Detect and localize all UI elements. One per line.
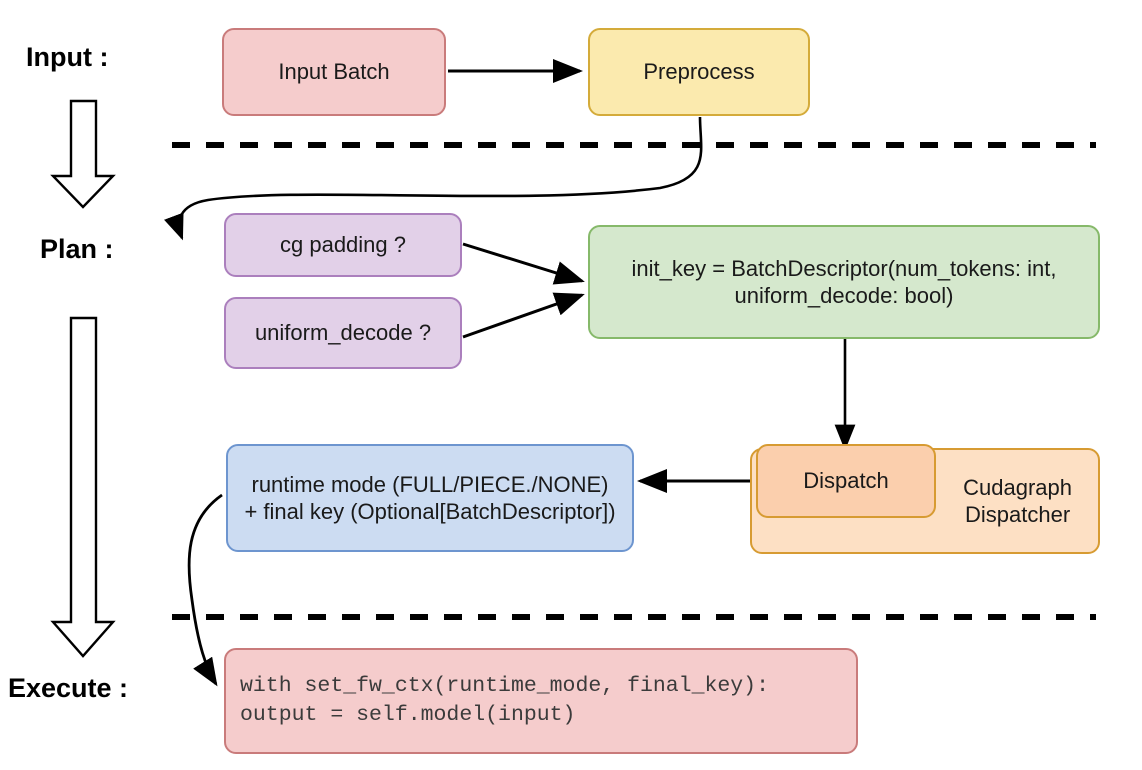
node-preprocess-label: Preprocess	[643, 59, 755, 85]
plan-to-execute-arrow	[50, 316, 116, 658]
edge-cg-padding-to-init-key	[462, 242, 585, 285]
node-input-batch-label: Input Batch	[278, 59, 390, 85]
node-uniform-decode-label: uniform_decode ?	[254, 320, 432, 346]
node-dispatch-label: Dispatch	[803, 468, 889, 494]
node-runtime-mode[interactable]: runtime mode (FULL/PIECE./NONE) + final …	[226, 444, 634, 552]
node-cudagraph-dispatcher-label: Cudagraph Dispatcher	[963, 474, 1072, 528]
node-runtime-mode-label: runtime mode (FULL/PIECE./NONE) + final …	[244, 471, 616, 525]
node-execute-code-label: with set_fw_ctx(runtime_mode, final_key)…	[240, 673, 769, 727]
node-preprocess[interactable]: Preprocess	[588, 28, 810, 116]
node-cg-padding[interactable]: cg padding ?	[224, 213, 462, 277]
node-input-batch[interactable]: Input Batch	[222, 28, 446, 116]
node-init-key[interactable]: init_key = BatchDescriptor(num_tokens: i…	[588, 225, 1100, 339]
stage-label-execute: Execute :	[8, 673, 129, 703]
node-dispatch[interactable]: Dispatch	[756, 444, 936, 518]
node-execute-code[interactable]: with set_fw_ctx(runtime_mode, final_key)…	[224, 648, 858, 754]
node-init-key-label: init_key = BatchDescriptor(num_tokens: i…	[631, 255, 1057, 309]
input-to-plan-arrow	[50, 99, 116, 209]
node-cg-padding-label: cg padding ?	[280, 232, 406, 258]
stage-label-plan: Plan :	[40, 234, 114, 264]
edge-runtime-mode-to-execute-code	[187, 493, 223, 687]
node-uniform-decode[interactable]: uniform_decode ?	[224, 297, 462, 369]
stage-label-input: Input :	[26, 42, 109, 72]
edge-uniform-decode-to-init-key	[462, 292, 585, 339]
